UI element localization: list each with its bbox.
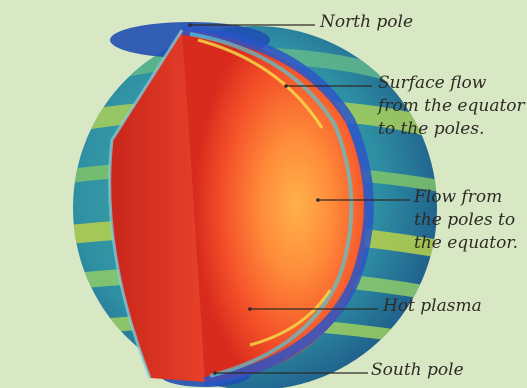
label-surface-flow-line-3: to the poles.	[378, 119, 485, 139]
cutaway-core	[182, 30, 367, 382]
label-south-pole: South pole	[371, 360, 464, 380]
leader-lines	[190, 24, 410, 374]
label-north-pole: North pole	[320, 12, 414, 32]
label-surface-flow: Surface flow from the equator to the pol…	[378, 72, 525, 141]
label-hot-plasma: Hot plasma	[383, 296, 482, 316]
label-flow-from-poles-line-3: the equator.	[414, 233, 519, 253]
label-flow-from-poles: Flow from the poles to the equator.	[414, 186, 518, 255]
label-flow-from-poles-line-1: Flow from	[414, 187, 503, 207]
cutaway-left-face	[109, 30, 205, 382]
label-surface-flow-line-2: from the equator	[378, 96, 525, 116]
label-surface-flow-line-1: Surface flow	[378, 73, 487, 93]
label-flow-from-poles-line-2: the poles to	[414, 210, 516, 230]
